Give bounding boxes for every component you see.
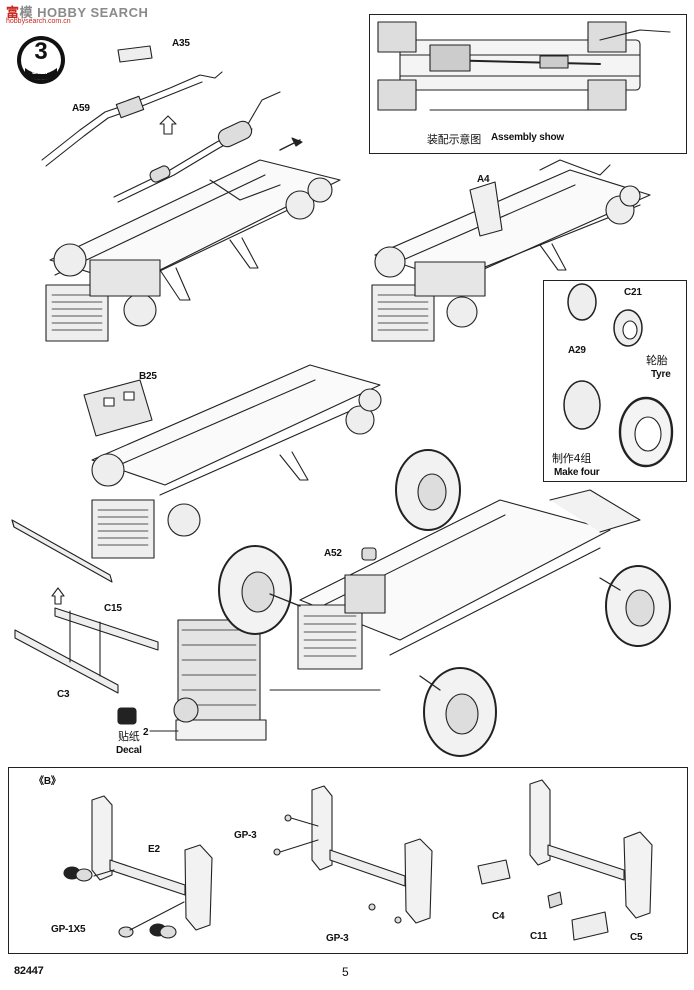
decal-label-cn: 贴纸 — [118, 730, 140, 743]
exhaust-pipe — [41, 45, 223, 167]
part-label-e2: E2 — [148, 844, 160, 855]
part-label-b25: B25 — [139, 371, 157, 382]
part-label-a4: A4 — [477, 174, 490, 185]
section-b-label: 《B》 — [34, 776, 61, 787]
page-number: 5 — [342, 965, 349, 979]
tyre-parts — [563, 283, 674, 468]
tyre-label-cn: 轮胎 — [646, 354, 668, 367]
part-label-gp3-top: GP-3 — [234, 830, 257, 841]
assembly-show-en: Assembly show — [491, 132, 564, 143]
part-label-2: 2 — [143, 727, 149, 738]
site-watermark-url: hobbysearch.com.cn — [6, 18, 71, 25]
part-label-c11: C11 — [530, 931, 548, 942]
muffler — [113, 91, 281, 203]
frame-c4-c5 — [477, 779, 653, 941]
part-label-c5: C5 — [630, 932, 643, 943]
decal-label-en: Decal — [116, 745, 142, 756]
site-watermark: 富模 HOBBY SEARCH — [6, 5, 149, 20]
section-b-box — [8, 767, 688, 954]
part-label-a29: A29 — [568, 345, 586, 356]
part-label-a59: A59 — [72, 103, 90, 114]
part-label-c3: C3 — [57, 689, 70, 700]
assembly-show-chassis — [377, 21, 671, 111]
wheel-front-left — [218, 545, 301, 635]
part-label-gp1x5: GP-1X5 — [51, 924, 86, 935]
make-four-en: Make four — [554, 467, 600, 478]
frame-gp3 — [273, 785, 433, 924]
front-bumper — [11, 519, 113, 583]
make-four-cn: 制作4组 — [552, 452, 592, 465]
part-label-c15: C15 — [104, 603, 122, 614]
part-label-gp3-bottom: GP-3 — [326, 933, 349, 944]
final-chassis — [269, 489, 641, 691]
rail-c3 — [14, 610, 119, 694]
tyre-label-en: Tyre — [651, 369, 671, 380]
chassis-3 — [83, 364, 382, 559]
part-label-a35: A35 — [172, 38, 190, 49]
step-badge: 3 STEP — [15, 34, 67, 86]
frame-e2 — [63, 795, 213, 939]
step-number: 3 — [34, 38, 48, 65]
chassis-2 — [371, 159, 651, 342]
assembly-show-cn: 装配示意图 — [427, 133, 481, 146]
wheel-front-right — [419, 667, 497, 757]
tyre-inset-box — [543, 280, 687, 482]
product-code: 82447 — [14, 965, 44, 977]
engine-block — [149, 619, 267, 741]
part-label-c4: C4 — [492, 911, 505, 922]
rail-c15 — [54, 607, 159, 651]
part-label-a52: A52 — [324, 548, 342, 559]
wheel-rear-right — [599, 565, 671, 647]
assembly-show-box — [369, 14, 687, 154]
wheel-rear-left — [395, 449, 461, 531]
step-word: STEP — [31, 69, 51, 76]
chassis-1 — [45, 137, 341, 342]
part-label-c21: C21 — [624, 287, 642, 298]
